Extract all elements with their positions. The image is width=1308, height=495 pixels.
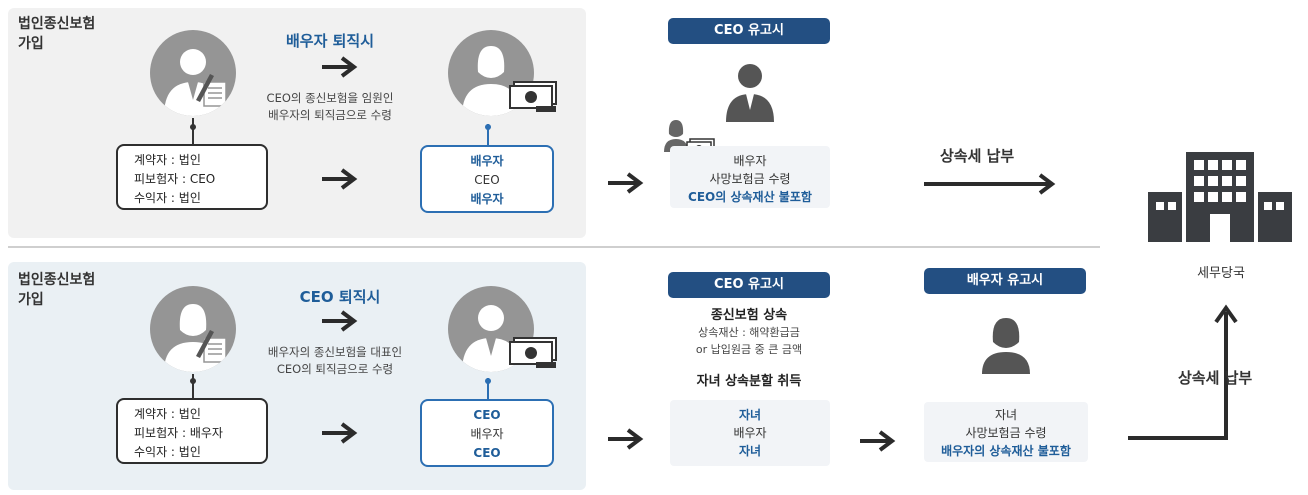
- inherit-desc: 상속재산 : 해약환급금 or 납입원금 중 큰 금액: [695, 326, 803, 356]
- arrow-right-icon: [858, 430, 898, 452]
- split-title: 자녀 상속분할 취득: [696, 374, 802, 389]
- bottom-event-label: CEO 퇴직시: [299, 288, 381, 306]
- connector-dot: [485, 124, 491, 130]
- bottom-result-box: 자녀 사망보험금 수령 배우자의 상속재산 불포함: [924, 402, 1088, 462]
- connector-dot: [190, 378, 196, 384]
- arrow-right-icon: [606, 172, 646, 194]
- arrow-right-icon: [922, 172, 1060, 196]
- top-caption: CEO의 종신보험을 임원인 배우자의 퇴직금으로 수령: [266, 91, 394, 122]
- top-contract-box: 계약자 : 법인 피보험자 : CEO 수익자 : 법인: [116, 144, 268, 210]
- spouse-person-icon: [980, 314, 1032, 378]
- bottom-tax-label: 상속세 납부: [1178, 369, 1253, 387]
- section-divider: [8, 246, 1100, 248]
- bottom-ceo-death-pill: CEO 유고시: [668, 272, 830, 298]
- top-result-box: 배우자 사망보험금 수령 CEO의 상속재산 불포함: [670, 146, 830, 208]
- bottom-role-box: CEO 배우자 CEO: [420, 399, 554, 467]
- ceo-person-icon: [724, 60, 776, 126]
- bottom-caption: 배우자의 종신보험을 대표인 CEO의 퇴직금으로 수령: [267, 345, 403, 376]
- connector-dot: [190, 124, 196, 130]
- bottom-contract-box: 계약자 : 법인 피보험자 : 배우자 수익자 : 법인: [116, 398, 268, 464]
- tax-path-arrow-icon: [1126, 300, 1238, 448]
- connector-line: [487, 378, 489, 400]
- spouse-death-pill: 배우자 유고시: [924, 268, 1086, 294]
- top-ceo-death-pill: CEO 유고시: [668, 18, 830, 44]
- tax-office-building-icon: [1148, 152, 1292, 246]
- connector-line: [487, 124, 489, 146]
- policy-contract-spouse-icon: [150, 286, 236, 372]
- tax-office-label: 세무당국: [1197, 266, 1245, 281]
- connector-dot: [485, 378, 491, 384]
- top-title: 법인종신보험 가입: [18, 16, 96, 52]
- bottom-title: 법인종신보험 가입: [18, 272, 96, 308]
- money-icon: [506, 336, 560, 374]
- arrow-right-icon: [320, 310, 360, 332]
- inherit-title: 종신보험 상속: [710, 308, 788, 323]
- connector-line: [192, 374, 194, 398]
- top-event-label: 배우자 퇴직시: [285, 32, 375, 50]
- arrow-right-icon: [320, 168, 360, 190]
- arrow-right-icon: [320, 422, 360, 444]
- top-role-box: 배우자 CEO 배우자: [420, 145, 554, 213]
- top-tax-label: 상속세 납부: [940, 147, 1015, 165]
- money-icon: [506, 80, 560, 118]
- arrow-right-icon: [606, 428, 646, 450]
- heirs-box: 자녀 배우자 자녀: [670, 400, 830, 466]
- connector-line: [192, 118, 194, 144]
- arrow-right-icon: [320, 56, 360, 78]
- policy-contract-person-icon: [150, 30, 236, 116]
